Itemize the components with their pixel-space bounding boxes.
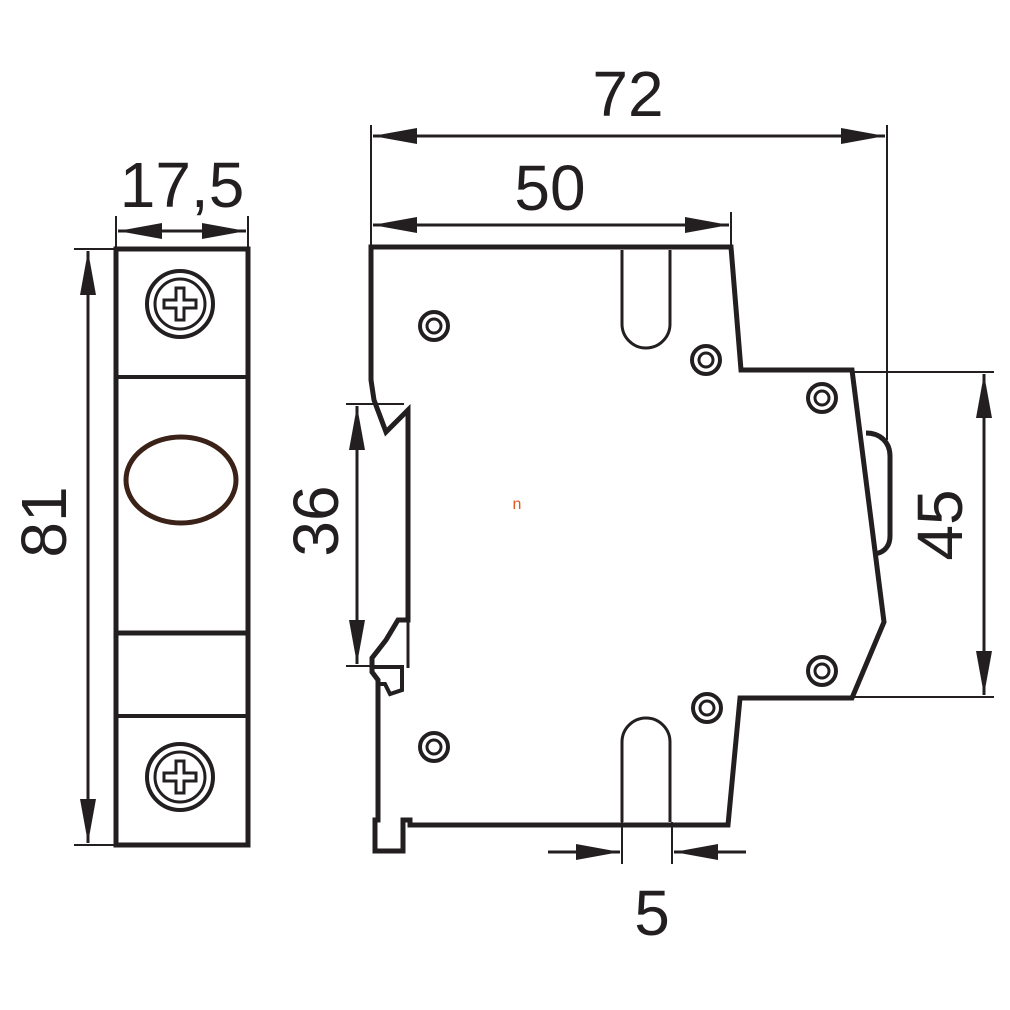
dimension-height-label: 81	[8, 486, 80, 557]
rivet-icon	[418, 310, 450, 342]
dimension-slot-width: 5	[548, 822, 746, 949]
side-top-slot	[620, 250, 672, 350]
dimension-front-height-label: 45	[904, 489, 976, 560]
terminal-screw-bottom-icon	[145, 742, 215, 812]
dimension-din-rail: 36	[280, 403, 404, 667]
dimension-height: 81	[8, 248, 116, 846]
dimension-slot-width-label: 5	[634, 877, 670, 949]
dimension-front-depth: 50	[373, 152, 732, 246]
dimension-front-height: 45	[852, 371, 994, 698]
indicator-window	[123, 434, 239, 526]
dimension-overall-depth-label: 72	[592, 58, 663, 130]
rivet-icon	[691, 692, 723, 724]
center-mark: n	[513, 496, 522, 513]
rivet-icon	[690, 344, 722, 376]
dimension-din-rail-label: 36	[280, 485, 352, 556]
side-view: n 72 50 36 45	[280, 58, 994, 949]
side-bottom-slot	[620, 716, 672, 822]
front-view: 17,5 81	[8, 149, 251, 848]
dimension-overall-depth: 72	[370, 58, 888, 440]
rivet-icon	[806, 655, 838, 687]
dimension-width: 17,5	[115, 149, 249, 248]
terminal-screw-top-icon	[145, 269, 215, 339]
rivet-icon	[806, 382, 838, 414]
rivet-icon	[418, 731, 450, 763]
dimension-front-depth-label: 50	[514, 152, 585, 224]
dimension-width-label: 17,5	[120, 149, 245, 221]
